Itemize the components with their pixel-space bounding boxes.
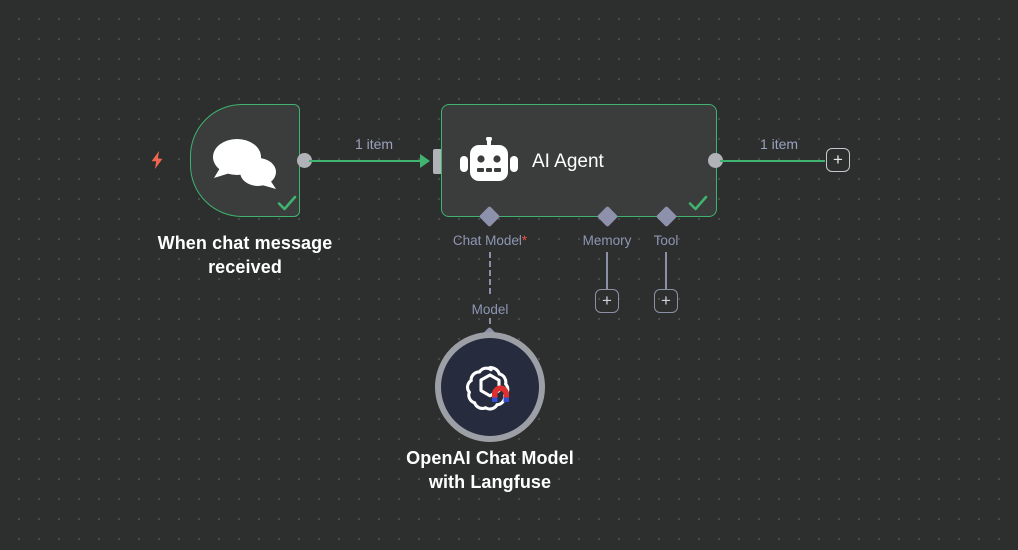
add-memory-button[interactable]: + xyxy=(595,289,619,313)
connection-agent-to-next[interactable] xyxy=(720,159,825,162)
port-label-chat-model: Chat Model* xyxy=(430,232,550,249)
agent-output-port[interactable] xyxy=(708,153,723,168)
required-asterisk-icon: * xyxy=(521,233,528,248)
trigger-status-check-icon xyxy=(276,192,298,214)
connection-tool-line[interactable] xyxy=(665,252,667,290)
add-tool-button[interactable]: + xyxy=(654,289,678,313)
connection-chat-model-dashed[interactable] xyxy=(488,252,491,294)
lightning-bolt-icon xyxy=(147,148,167,173)
node-label-openai: OpenAI Chat Model with Langfuse xyxy=(406,448,574,492)
add-node-button-after-agent[interactable]: + xyxy=(826,148,850,172)
agent-status-check-icon xyxy=(687,192,709,214)
node-title-ai-agent: AI Agent xyxy=(532,151,604,172)
connection-arrow-icon xyxy=(420,154,430,168)
robot-icon xyxy=(458,136,520,189)
trigger-output-port[interactable] xyxy=(297,153,312,168)
port-label-memory: Memory xyxy=(582,233,632,248)
connection-label-model: Model xyxy=(471,302,509,317)
connection-memory-line[interactable] xyxy=(606,252,608,290)
connection-trigger-to-agent[interactable] xyxy=(309,159,421,162)
node-openai-chat-model[interactable] xyxy=(435,332,545,442)
openai-logo-icon xyxy=(462,360,518,416)
connection-label-agent-to-next: 1 item xyxy=(759,136,799,152)
node-label-trigger: When chat message received xyxy=(157,233,333,277)
connection-label-trigger-to-agent: 1 item xyxy=(354,136,394,152)
port-label-tool: Tool xyxy=(653,233,679,248)
chat-bubbles-icon xyxy=(206,132,284,194)
agent-input-port[interactable] xyxy=(433,149,442,174)
port-label-chat-model-text: Chat Model xyxy=(452,233,522,248)
magnet-icon xyxy=(492,385,509,402)
